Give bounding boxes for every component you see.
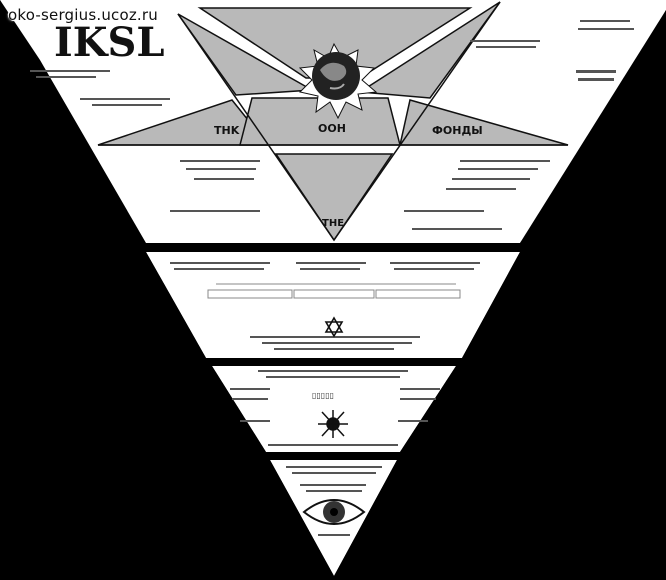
label-right-arm: ФОНДЫ — [432, 124, 483, 137]
star-of-david-icon — [324, 316, 344, 338]
top-left-logo: IKSL — [54, 19, 165, 66]
fine-print-tier1 — [30, 20, 634, 230]
label-left-arm: THK — [214, 124, 240, 137]
globe-icon — [298, 42, 378, 120]
star-left-upper-arm — [177, 13, 315, 96]
svg-text:▯▯▯▯▯: ▯▯▯▯▯ — [312, 391, 334, 400]
eye-icon — [302, 499, 366, 525]
watermark-url: oko-sergius.ucoz.ru — [8, 6, 158, 24]
star-right-upper-arm — [357, 1, 501, 99]
spider-icon — [318, 410, 348, 438]
left-black-area — [0, 0, 146, 576]
label-bottom-arm: THE — [322, 218, 344, 229]
right-black-area — [520, 10, 666, 576]
five-point-star — [97, 1, 569, 242]
tier2-diagram — [207, 283, 461, 299]
tier-second-panel — [146, 252, 520, 358]
tier-third-panel — [212, 366, 456, 452]
label-center-arm: OOH — [318, 122, 346, 135]
